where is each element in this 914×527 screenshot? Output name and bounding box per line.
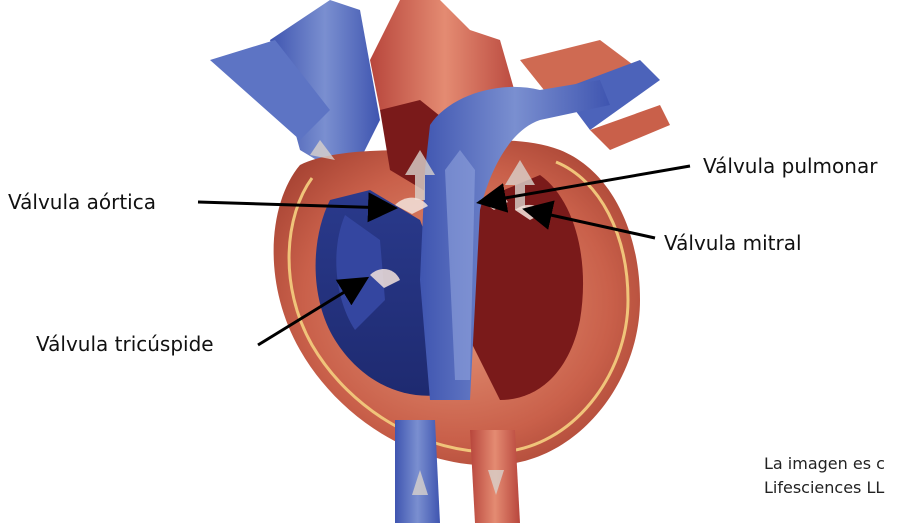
tricuspid-valve-label: Válvula tricúspide — [36, 332, 214, 356]
image-credit-line-2: Lifesciences LL — [764, 478, 884, 498]
aortic-valve-label: Válvula aórtica — [8, 190, 156, 214]
image-credit-line-1: La imagen es c — [764, 454, 885, 474]
mitral-valve-label: Válvula mitral — [664, 231, 802, 255]
pulmonary-valve-label: Válvula pulmonar — [703, 154, 877, 178]
